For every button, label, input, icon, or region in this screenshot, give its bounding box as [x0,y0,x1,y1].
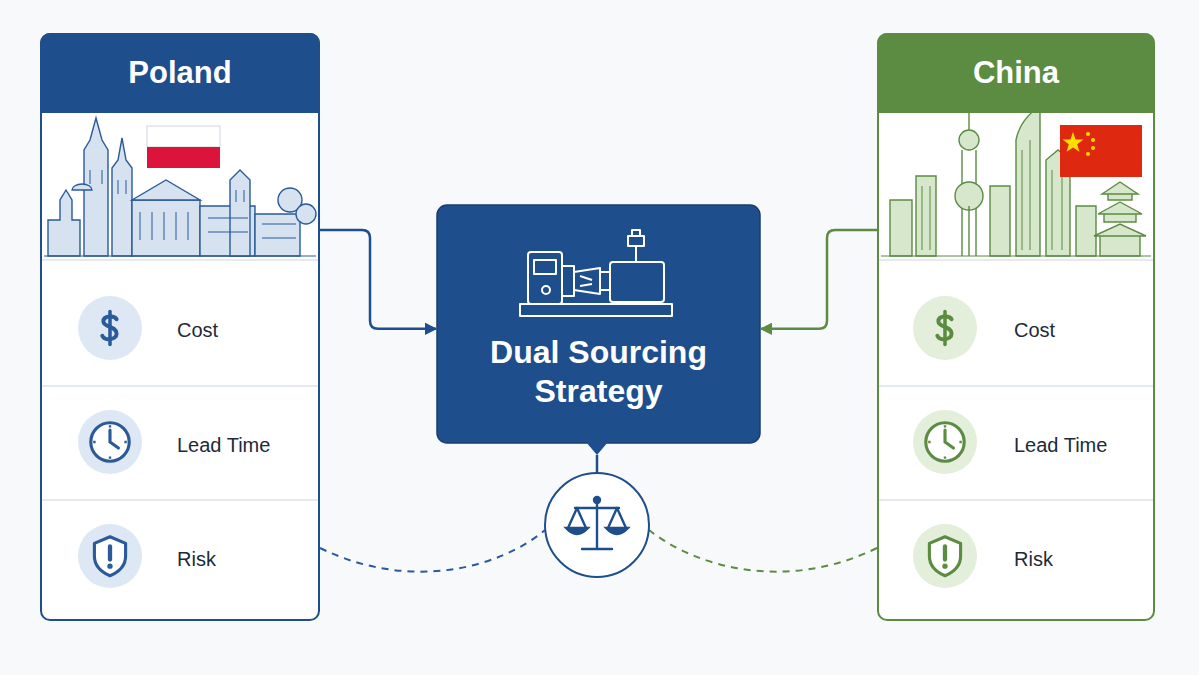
machine-icon [520,230,672,316]
panel-header: Poland [40,33,320,113]
factor-label: Risk [177,548,216,571]
strategy-box: Dual Sourcing Strategy [437,205,760,443]
factor-label: Risk [1014,548,1053,571]
factor-row: Lead Time [879,388,1157,502]
factor-row: Risk [879,502,1157,616]
factor-label: Lead Time [177,434,270,457]
poland-skyline [48,118,316,256]
panel-header: China [877,33,1155,113]
flow-arrow [761,230,877,329]
factor-row: Cost [879,272,1157,388]
panel-title: Poland [128,55,231,91]
factor-label: Cost [177,319,218,342]
balance-scale [566,497,628,549]
panel-title: China [973,55,1059,91]
strategy-title: Dual Sourcing Strategy [464,333,734,411]
flow-arrow [320,230,436,329]
factor-label: Cost [1014,319,1055,342]
china-skyline [890,100,1146,256]
factor-row: Lead Time [42,388,322,502]
region-panel: PolandCostLead TimeRisk [40,33,320,621]
factor-row: Risk [42,502,322,616]
region-panel: ChinaCostLead TimeRisk [877,33,1155,621]
factor-row: Cost [42,272,322,388]
factor-label: Lead Time [1014,434,1107,457]
